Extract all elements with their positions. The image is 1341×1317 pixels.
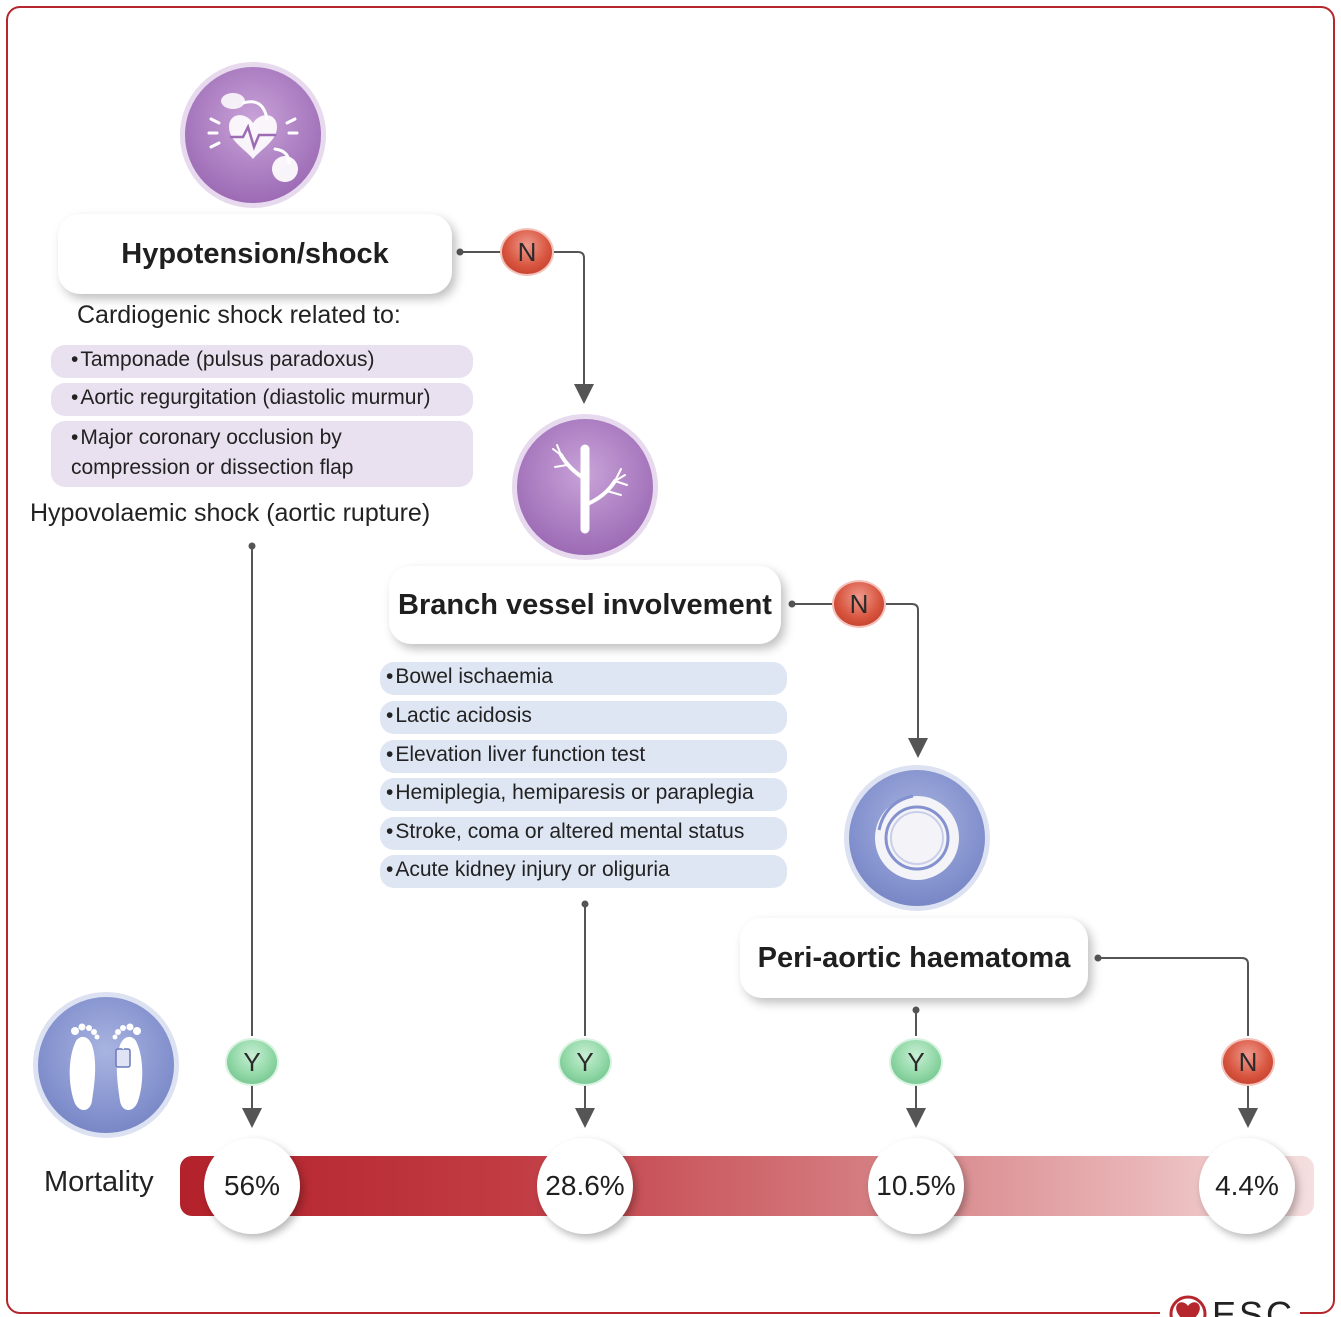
blood-pressure-heart-icon <box>180 62 326 208</box>
list-item-coronary-occlusion: •Major coronary occlusion by compression… <box>51 421 473 487</box>
feet-toe-tag-icon <box>33 992 179 1138</box>
esc-logo-text: ESC <box>1212 1294 1296 1317</box>
mortality-value-hypotension: 56% <box>204 1138 300 1234</box>
list-item-lactic-acidosis: •Lactic acidosis <box>380 701 787 734</box>
mortality-value-periaortic: 10.5% <box>868 1138 964 1234</box>
decision-no-branch: N <box>832 580 886 628</box>
branch-vessel-box: Branch vessel involvement <box>389 566 781 644</box>
aortic-cross-section-icon <box>844 765 990 911</box>
hypovolaemic-shock-text: Hypovolaemic shock (aortic rupture) <box>30 499 431 527</box>
mortality-gradient-bar <box>180 1156 1314 1216</box>
hypotension-shock-title: Hypotension/shock <box>121 237 389 270</box>
diagram-frame <box>6 6 1335 1314</box>
cardiogenic-heading: Cardiogenic shock related to: <box>77 301 401 329</box>
list-item-aortic-regurgitation: •Aortic regurgitation (diastolic murmur) <box>51 383 473 416</box>
branch-vessel-icon <box>512 414 658 560</box>
list-item-hemiplegia: •Hemiplegia, hemiparesis or paraplegia <box>380 778 787 811</box>
decision-no-hypotension: N <box>500 228 554 276</box>
periaortic-haematoma-box: Peri-aortic haematoma <box>740 918 1088 998</box>
decision-yes-branch: Y <box>558 1038 612 1086</box>
branch-vessel-title: Branch vessel involvement <box>398 588 772 621</box>
line-n-to-branch <box>552 251 594 404</box>
hypotension-shock-box: Hypotension/shock <box>58 214 452 294</box>
list-item-bowel-ischaemia: •Bowel ischaemia <box>380 662 787 695</box>
decision-no-periaortic: N <box>1221 1038 1275 1086</box>
mortality-value-none: 4.4% <box>1199 1138 1295 1234</box>
list-item-stroke: •Stroke, coma or altered mental status <box>380 817 787 850</box>
decision-yes-periaortic: Y <box>889 1038 943 1086</box>
line-periaortic-to-n <box>1098 957 1249 1036</box>
periaortic-haematoma-title: Peri-aortic haematoma <box>757 941 1071 974</box>
line-n-to-periaortic <box>884 603 928 758</box>
list-item-kidney-injury: •Acute kidney injury or oliguria <box>380 855 787 888</box>
decision-yes-hypotension: Y <box>225 1038 279 1086</box>
mortality-label: Mortality <box>44 1166 154 1198</box>
mortality-value-branch: 28.6% <box>537 1138 633 1234</box>
list-item-tamponade: •Tamponade (pulsus paradoxus) <box>51 345 473 378</box>
list-item-liver-function: •Elevation liver function test <box>380 740 787 773</box>
esc-logo: ESC <box>1160 1290 1300 1317</box>
